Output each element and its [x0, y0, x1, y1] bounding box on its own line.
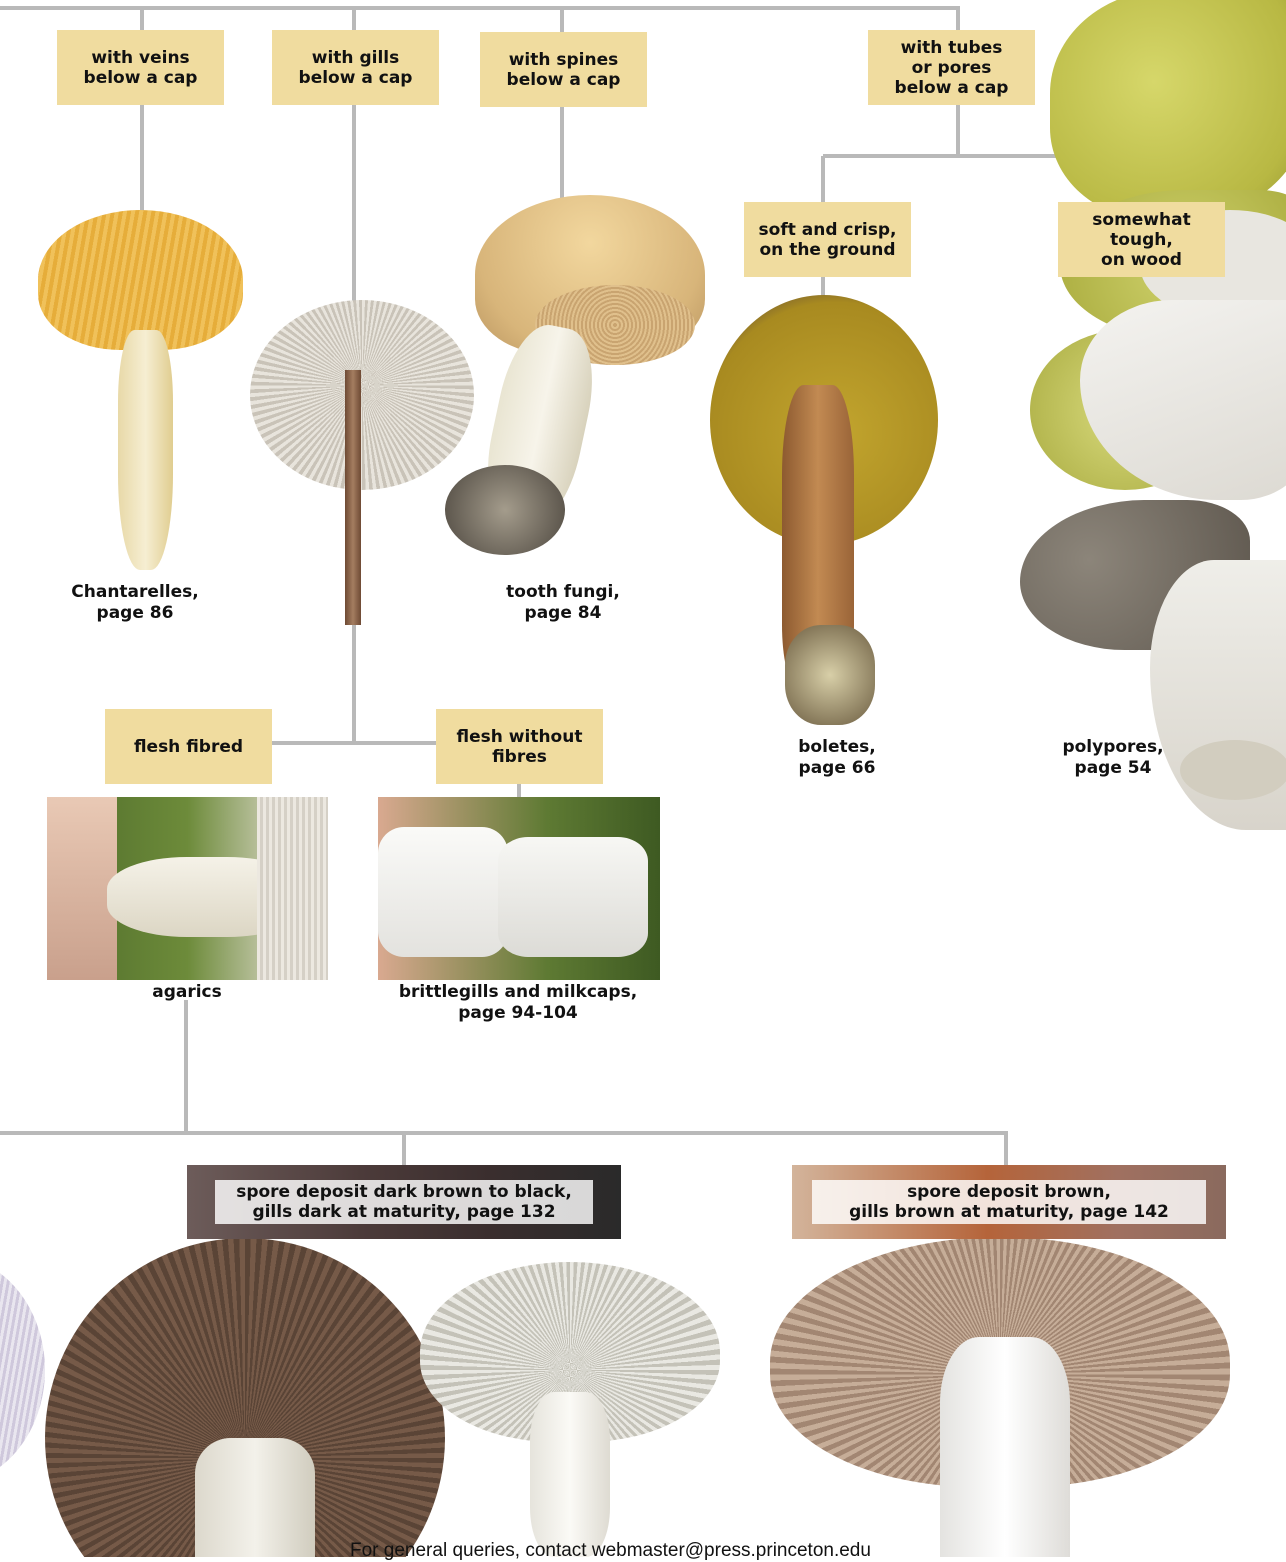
caption-tooth-fungi: tooth fungi, page 84 [483, 582, 643, 624]
node-soft-crisp: soft and crisp, on the ground [744, 202, 911, 277]
agaric-flesh-photo [47, 797, 328, 980]
caption-polypores: polypores, page 54 [1033, 737, 1193, 779]
band-dark-spore: spore deposit dark brown to black, gills… [187, 1165, 621, 1239]
footer-contact: For general queries, contact webmaster@p… [350, 1540, 871, 1562]
lilac-mushroom-photo [0, 1255, 45, 1485]
brittlegill-flesh-photo [378, 797, 660, 980]
node-with-gills: with gills below a cap [272, 30, 439, 105]
chantarelle-photo [38, 210, 248, 570]
caption-boletes: boletes, page 66 [757, 737, 917, 779]
bolete-photo [710, 295, 940, 735]
pale-gilled-mushroom-photo [420, 1262, 720, 1557]
polypore-photo [1020, 0, 1286, 830]
caption-agarics: agarics [107, 982, 267, 1003]
node-with-spines: with spines below a cap [480, 32, 647, 107]
caption-brittlegills: brittlegills and milkcaps, page 94-104 [388, 982, 648, 1024]
node-flesh-fibred: flesh fibred [105, 709, 272, 784]
dark-gilled-mushroom-photo [45, 1238, 445, 1557]
band-dark-spore-label: spore deposit dark brown to black, gills… [215, 1180, 593, 1224]
brown-gilled-mushroom-photo [770, 1237, 1230, 1557]
node-flesh-without-fibres: flesh without fibres [436, 709, 603, 784]
gilled-mushroom-photo [250, 300, 476, 625]
node-with-tubes: with tubes or pores below a cap [868, 30, 1035, 105]
band-brown-spore: spore deposit brown, gills brown at matu… [792, 1165, 1226, 1239]
node-with-veins: with veins below a cap [57, 30, 224, 105]
caption-chantarelles: Chantarelles, page 86 [55, 582, 215, 624]
band-brown-spore-label: spore deposit brown, gills brown at matu… [812, 1180, 1206, 1224]
node-somewhat-tough: somewhat tough, on wood [1058, 202, 1225, 277]
tooth-fungus-photo [445, 195, 705, 575]
